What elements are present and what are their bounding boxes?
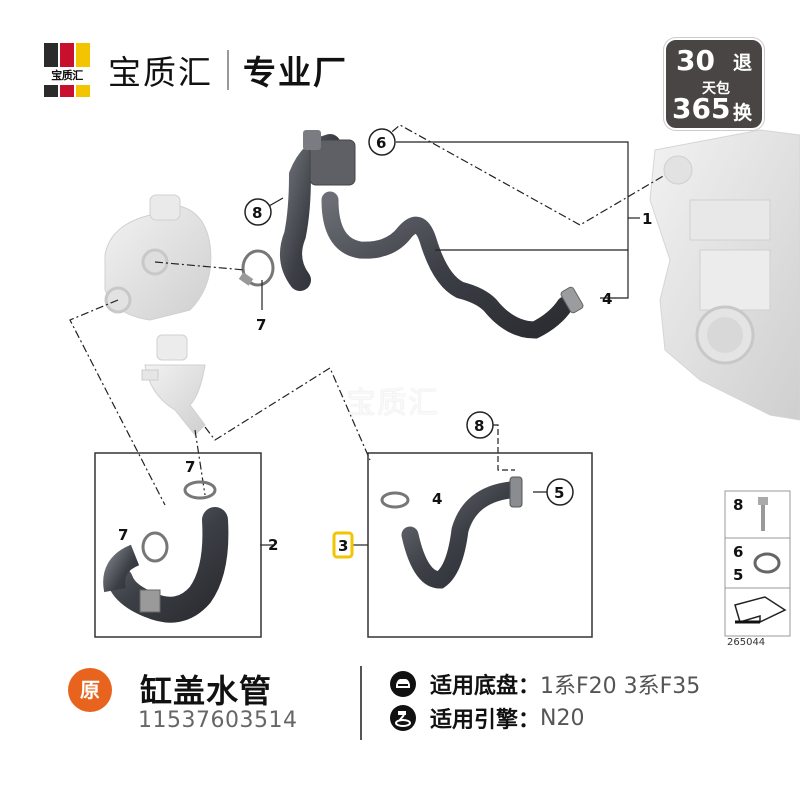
callout-labels: 6 8 1 4 7 8 7 7 2 4 5 3 8 6 5 <box>118 128 743 584</box>
engine-icon <box>390 705 416 731</box>
brand-header: 宝质汇 宝质汇 专业厂 <box>44 43 348 97</box>
brand-logo: 宝质汇 <box>44 43 90 97</box>
car-icon <box>390 671 416 697</box>
exchange-label: 换 <box>732 102 752 124</box>
engine-block <box>649 129 800 421</box>
chassis-label: 适用底盘： <box>430 674 541 699</box>
o-ring-icon <box>753 552 781 574</box>
thermostat-housing <box>141 334 206 436</box>
exploded-view-drawing: 6 8 1 4 7 8 7 7 2 4 5 3 8 6 5 <box>69 124 800 638</box>
assembly-box-3 <box>367 452 593 638</box>
diagram-id: 265044 <box>727 637 766 648</box>
product-name: 缸盖水管 <box>140 672 273 710</box>
parts-legend <box>724 490 791 637</box>
logo-small-text: 宝质汇 <box>44 67 90 85</box>
original-badge: 原 <box>68 668 112 712</box>
callout-7: 7 <box>256 316 266 334</box>
brand-divider <box>227 50 229 90</box>
water-pump <box>104 194 212 321</box>
parts-diagram: 6 8 1 4 7 8 7 7 2 4 5 3 8 6 5 宝质汇 265044 <box>69 124 800 648</box>
hose-part-3 <box>380 476 523 589</box>
highlight-box <box>332 531 354 559</box>
chassis-value: 1系F20 3系F35 <box>540 674 701 699</box>
watermark: 宝质汇 <box>346 386 439 421</box>
engine-spec: 适用引擎： N20 <box>390 702 584 734</box>
return-label: 退 <box>732 52 752 74</box>
callout-7: 7 <box>185 458 195 476</box>
leader-lines <box>69 124 666 546</box>
callout-4: 4 <box>432 490 442 508</box>
callout-2: 2 <box>268 536 278 554</box>
part-number: 11537603514 <box>138 708 298 733</box>
return-days: 30 <box>676 44 715 77</box>
callout-6: 6 <box>376 134 386 152</box>
callout-4: 4 <box>602 290 612 308</box>
callout-8: 8 <box>252 204 262 222</box>
footer-divider <box>360 666 362 740</box>
callout-8: 8 <box>474 417 484 435</box>
assembly-box-2 <box>94 452 262 638</box>
guarantee-badge: 30 退 天包 365 换 <box>664 38 764 130</box>
callout-1: 1 <box>642 210 652 228</box>
callout-3-highlighted: 3 <box>338 537 348 555</box>
brand-slogan: 专业厂 <box>243 53 348 92</box>
exchange-days: 365 <box>672 92 731 125</box>
hose-part-2 <box>103 480 229 623</box>
bolt-icon <box>758 497 768 505</box>
brand-name: 宝质汇 <box>108 53 213 92</box>
callout-7: 7 <box>118 526 128 544</box>
guarantee-middle-label: 天包 <box>702 81 730 97</box>
callout-5: 5 <box>554 484 564 502</box>
legend-label-6: 6 <box>733 543 743 561</box>
legend-label-5: 5 <box>733 566 743 584</box>
engine-label: 适用引擎： <box>430 708 541 733</box>
engine-value: N20 <box>540 705 585 731</box>
legend-label-8: 8 <box>733 496 743 514</box>
hose-clamp <box>241 249 275 287</box>
main-coolant-hose <box>280 130 584 339</box>
chassis-spec: 适用底盘： 1系F20 3系F35 <box>390 668 700 700</box>
